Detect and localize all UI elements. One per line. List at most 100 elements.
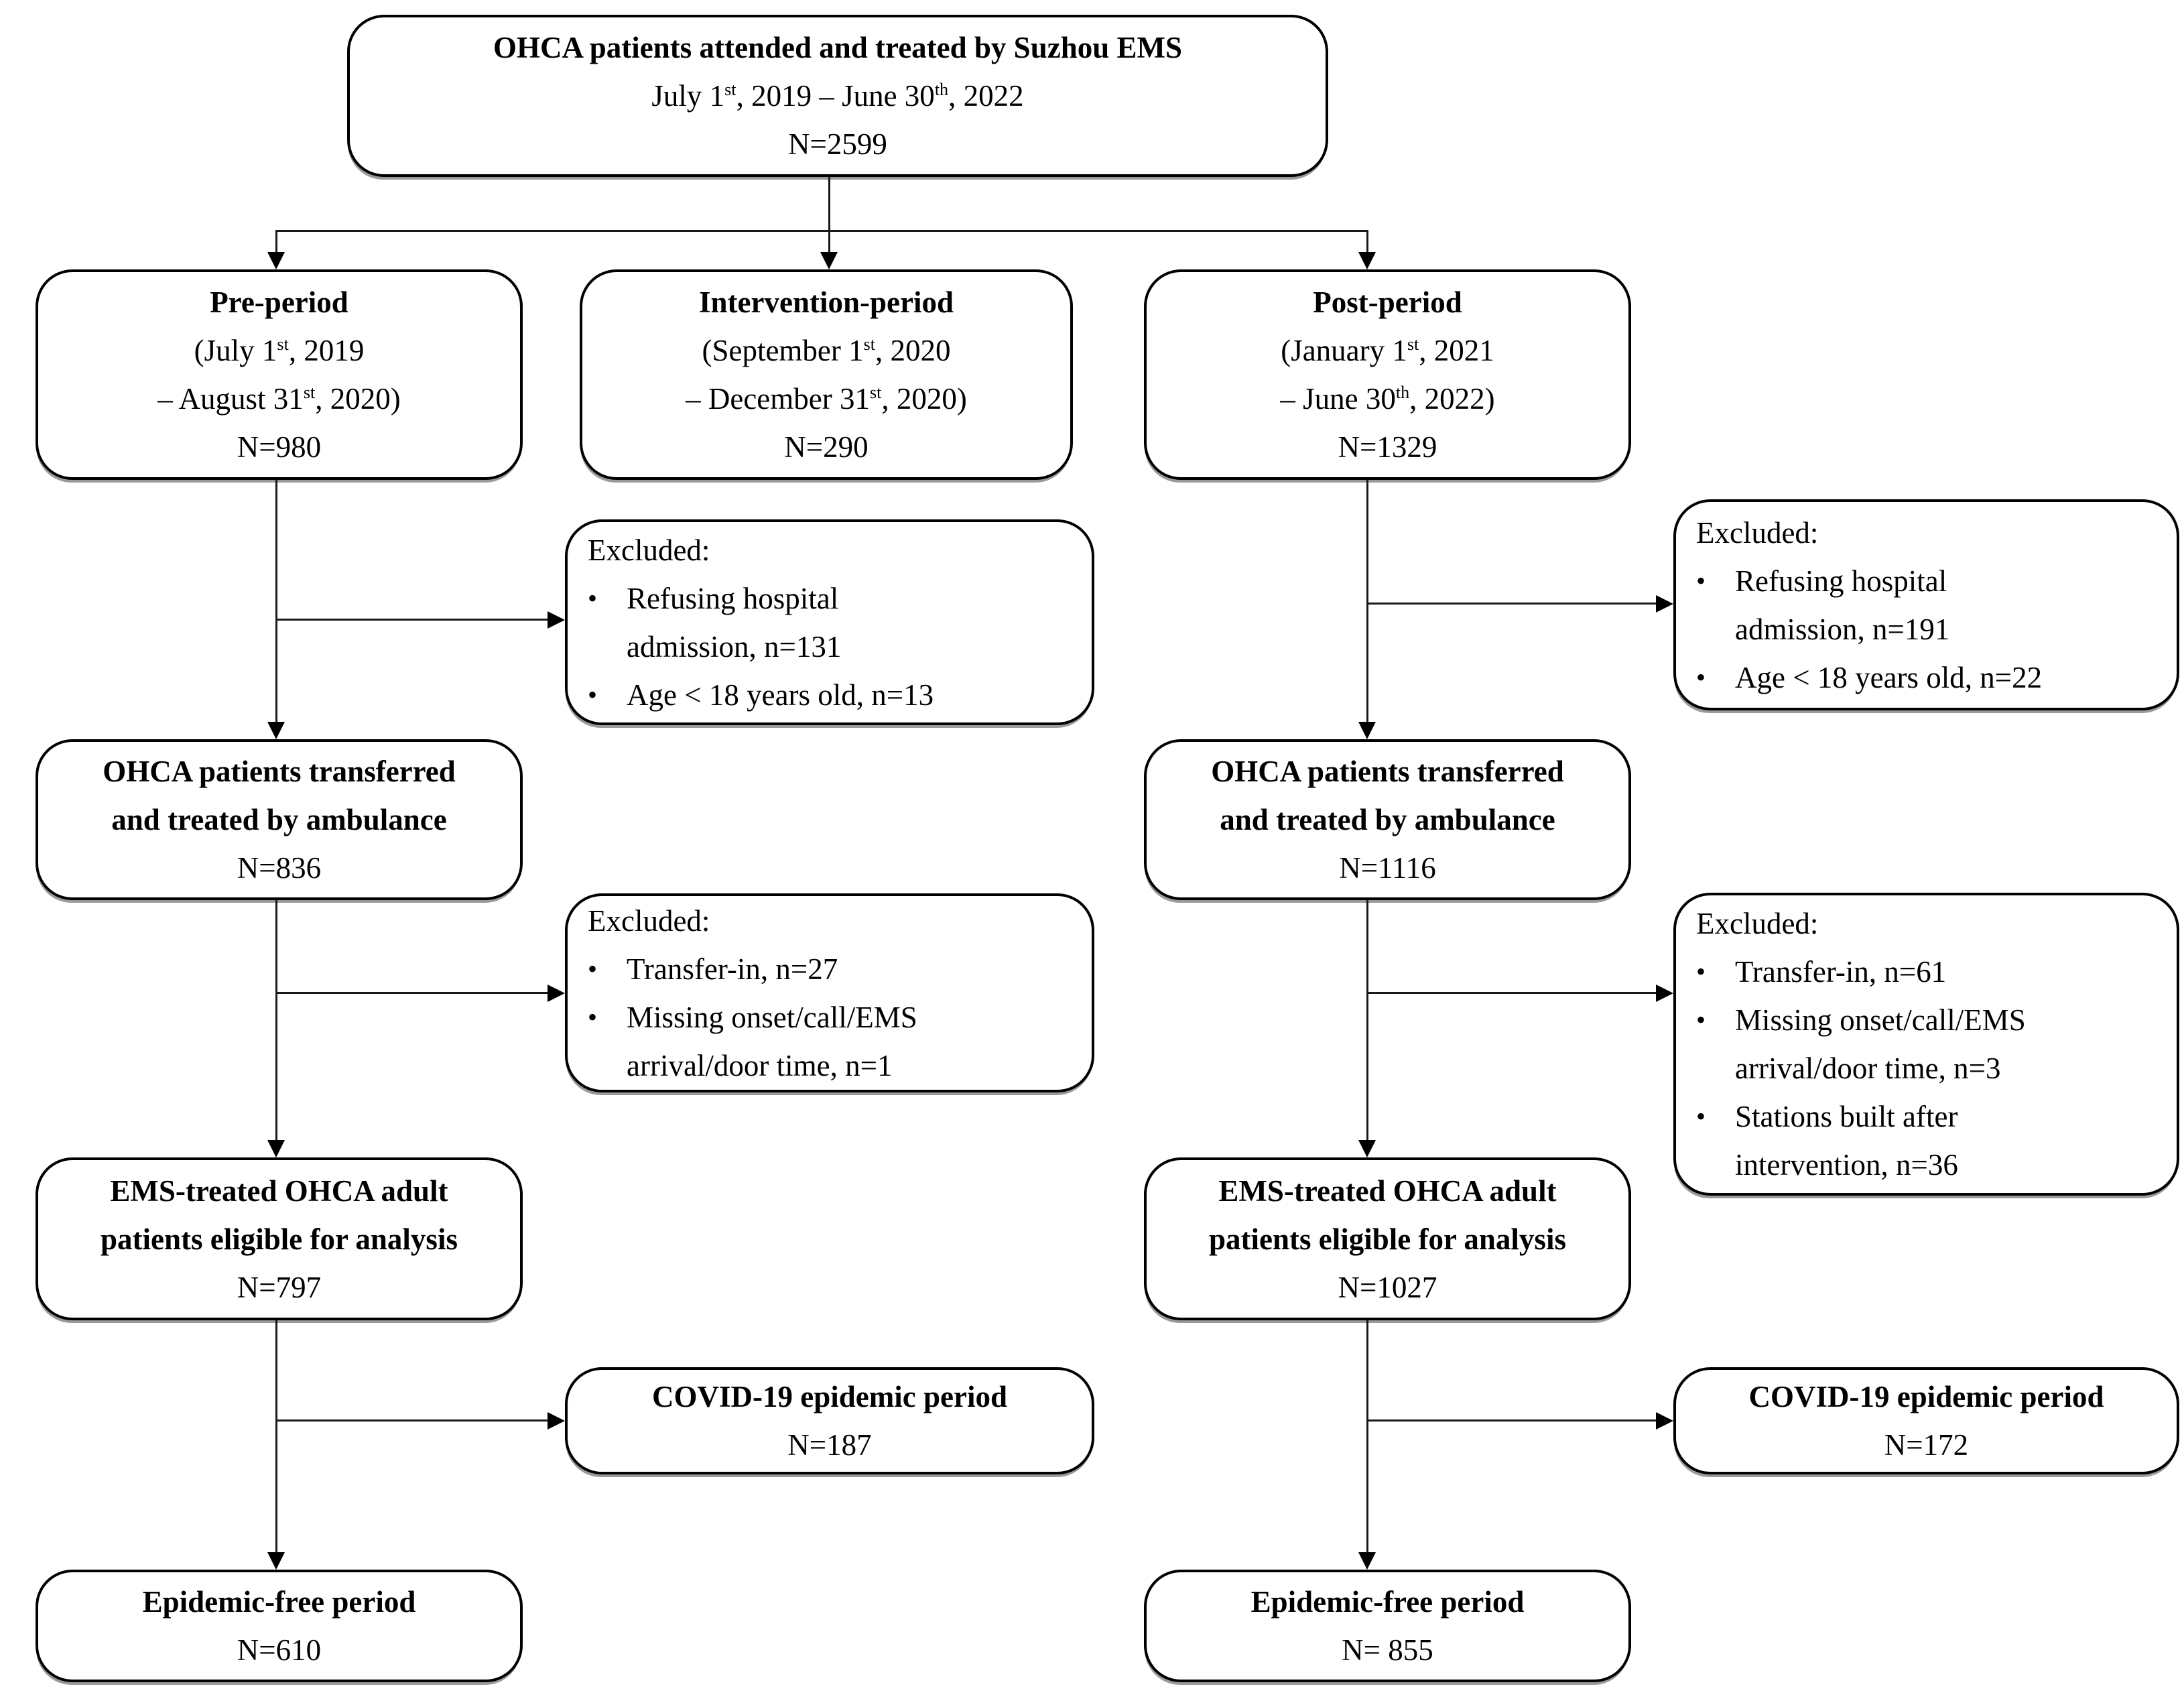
box-line: N=1116 [1161, 844, 1614, 892]
box-line: patients eligible for analysis [53, 1215, 505, 1263]
box-line-text: Refusing hospital [1735, 564, 1947, 598]
box-excluded-pre-transfer: Excluded:•Transfer-in, n=27•Missing onse… [565, 893, 1094, 1092]
connector-branch-excluded-pre-1 [275, 619, 549, 621]
box-line: •Missing onset/call/EMS [1691, 996, 2162, 1044]
box-line-text: Epidemic-free period [142, 1585, 416, 1619]
box-line: admission, n=131 [582, 623, 1077, 671]
box-line-text: patients eligible for analysis [101, 1222, 458, 1256]
box-line: EMS-treated OHCA adult [1161, 1167, 1614, 1215]
box-line-text: – August 31st, 2020) [157, 382, 401, 416]
arrow-down-icon [1358, 252, 1376, 269]
box-line: N=187 [582, 1421, 1077, 1469]
bullet-icon: • [1696, 1005, 1706, 1035]
box-line: – December 31st, 2020) [597, 375, 1055, 423]
arrow-down-icon [1358, 722, 1376, 739]
box-intervention-period: Intervention-period (September 1st, 2020 –… [580, 269, 1073, 480]
box-line: Excluded: [1691, 509, 2162, 557]
box-line: arrival/door time, n=1 [582, 1041, 1077, 1090]
box-line-text: admission, n=131 [627, 629, 842, 664]
box-line-text: intervention, n=36 [1735, 1148, 1958, 1182]
box-line: N=1027 [1161, 1263, 1614, 1312]
box-line: • Refusing hospital [1691, 557, 2162, 605]
arrow-down-icon [267, 722, 285, 739]
connector-branch-excluded-post-1 [1366, 603, 1657, 605]
box-pre-period: Pre-period(July 1st, 2019– August 31st, … [36, 269, 523, 480]
connector-branch-covid-post [1366, 1419, 1657, 1422]
box-line-text: Post-period [1313, 286, 1462, 319]
box-line-text: Age < 18 years old, n=22 [1735, 660, 2043, 694]
box-line-text: N=1116 [1339, 851, 1436, 885]
box-line: EMS-treated OHCA adult [53, 1167, 505, 1215]
box-line: (January 1st, 2021 [1161, 326, 1614, 375]
connector-stub-pre [275, 230, 277, 254]
box-line: N=980 [53, 423, 505, 471]
box-line: N=836 [53, 844, 505, 892]
box-line-text: N=172 [1884, 1428, 1969, 1462]
box-line-text: Intervention-period [699, 286, 954, 319]
connector-total-stem [828, 177, 830, 231]
arrow-down-icon [1358, 1552, 1376, 1570]
box-line-text: Epidemic-free period [1250, 1585, 1525, 1619]
box-line-text: N= 855 [1342, 1633, 1433, 1667]
box-post-period: Post-period (January 1st, 2021 – June 30th… [1144, 269, 1631, 480]
box-line-text: EMS-treated OHCA adult [1218, 1174, 1557, 1208]
arrow-right-icon [548, 985, 565, 1002]
box-eligible-pre: EMS-treated OHCA adult patients eligible … [36, 1157, 523, 1320]
connector-branch-covid-pre [275, 1419, 549, 1422]
box-line-text: – June 30th, 2022) [1280, 382, 1495, 416]
arrow-down-icon [267, 252, 285, 269]
box-line: Excluded: [1691, 899, 2162, 948]
box-line-text: and treated by ambulance [1220, 803, 1555, 836]
box-line: OHCA patients transferred [53, 747, 505, 796]
box-line-text: N=1027 [1338, 1270, 1437, 1304]
box-line-text: Age < 18 years old, n=13 [627, 678, 934, 712]
connector-branch-excluded-post-2 [1366, 992, 1657, 994]
box-line: N=2599 [365, 120, 1311, 168]
box-line-text: Refusing hospital [627, 581, 839, 615]
box-line-text: Stations built after [1735, 1100, 1958, 1133]
box-line-text: N=187 [787, 1428, 872, 1462]
box-line-text: Excluded: [588, 533, 710, 567]
box-line-text: N=290 [784, 430, 869, 464]
box-line: (September 1st, 2020 [597, 326, 1055, 375]
box-line: and treated by ambulance [1161, 796, 1614, 844]
box-line: N= 855 [1161, 1626, 1614, 1674]
box-line-text: (September 1st, 2020 [702, 334, 951, 367]
box-line: COVID-19 epidemic period [582, 1373, 1077, 1421]
box-line: Epidemic-free period [1161, 1578, 1614, 1626]
arrow-down-icon [267, 1552, 285, 1570]
arrow-right-icon [1656, 985, 1673, 1002]
box-line-text: COVID-19 epidemic period [652, 1380, 1007, 1413]
box-line-text: Pre-period [210, 286, 348, 319]
arrow-down-icon [820, 252, 838, 269]
arrow-right-icon [548, 1412, 565, 1430]
box-line-text: N=1329 [1338, 430, 1437, 464]
bullet-icon: • [1696, 565, 1706, 596]
box-line-text: and treated by ambulance [111, 803, 447, 836]
box-line-text: admission, n=191 [1735, 612, 1950, 646]
box-line-text: Transfer-in, n=61 [1735, 955, 1947, 989]
box-line: N=1329 [1161, 423, 1614, 471]
box-line-text: EMS-treated OHCA adult [110, 1174, 448, 1208]
connector-transferred-to-eligible-post [1366, 900, 1368, 1140]
box-line: •Stations built after [1691, 1092, 2162, 1141]
connector-branch-excluded-pre-2 [275, 992, 549, 994]
box-line-text: N=797 [237, 1270, 322, 1304]
box-line: and treated by ambulance [53, 796, 505, 844]
box-line: •Age < 18 years old, n=13 [582, 671, 1077, 719]
box-line: admission, n=191 [1691, 605, 2162, 653]
box-line-text: OHCA patients transferred [103, 755, 456, 788]
box-line-text: arrival/door time, n=1 [627, 1048, 893, 1082]
arrow-down-icon [1358, 1140, 1376, 1157]
box-excluded-post-transfer: Excluded:•Transfer-in, n=61•Missing onse… [1673, 893, 2179, 1196]
box-line: •Transfer-in, n=27 [582, 945, 1077, 993]
box-line: – June 30th, 2022) [1161, 375, 1614, 423]
box-line-text: N=2599 [788, 127, 887, 161]
bullet-icon: • [588, 1001, 598, 1032]
box-line-text: N=980 [237, 430, 322, 464]
box-line: Excluded: [582, 526, 1077, 574]
box-line: •Transfer-in, n=61 [1691, 948, 2162, 996]
